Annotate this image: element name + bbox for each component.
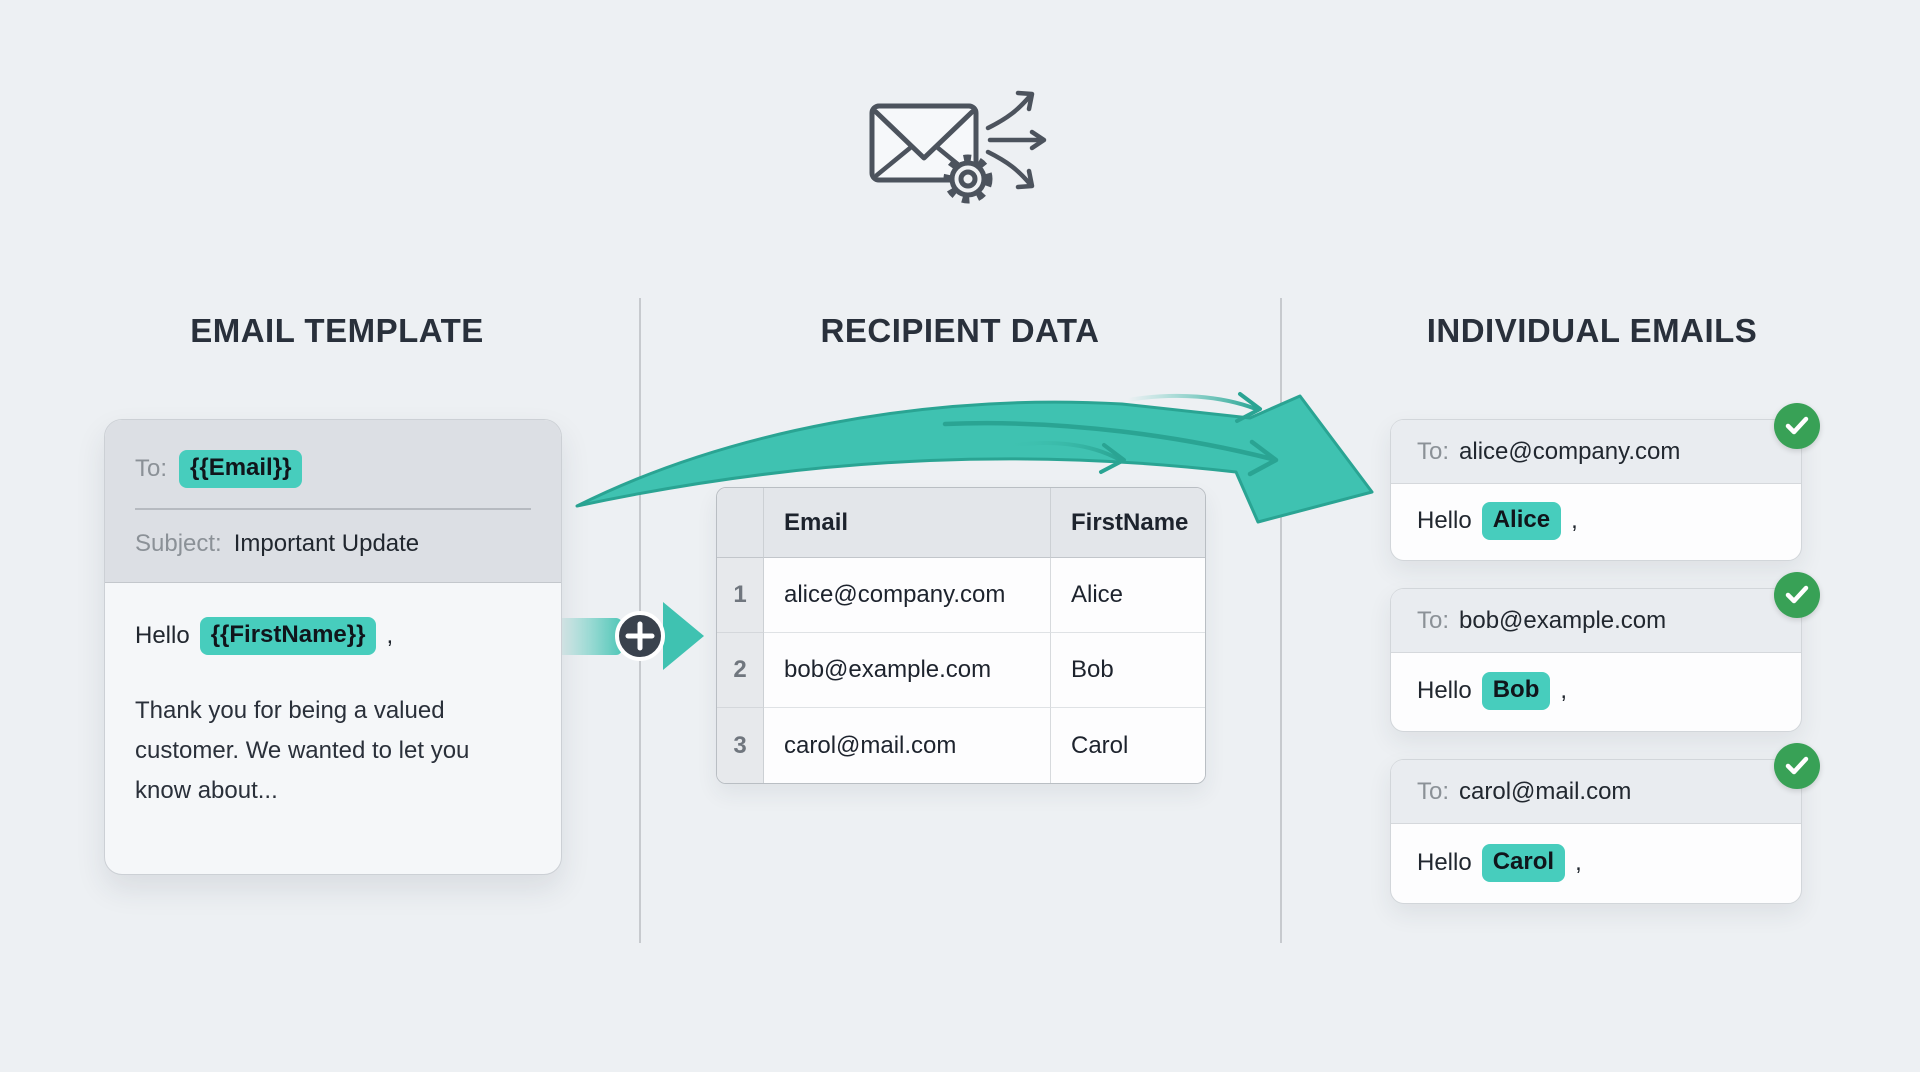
recipient-table: Email FirstName 1 alice@company.com Alic… bbox=[716, 487, 1206, 784]
row-number: 3 bbox=[717, 708, 764, 783]
to-address: bob@example.com bbox=[1459, 606, 1667, 634]
email-card-alice: To: alice@company.com Hello Alice , bbox=[1390, 403, 1820, 561]
email-card-body: Hello Bob , bbox=[1391, 653, 1801, 730]
greeting-prefix: Hello bbox=[1417, 507, 1472, 535]
table-header-email: Email bbox=[764, 488, 1051, 558]
email-card-body: Hello Carol , bbox=[1391, 824, 1801, 902]
merged-name-chip: Bob bbox=[1481, 672, 1551, 711]
check-badge bbox=[1774, 572, 1820, 618]
email-card-header: To: carol@mail.com bbox=[1391, 760, 1801, 824]
table-cell-firstname: Alice bbox=[1051, 558, 1205, 633]
table-header-firstname: FirstName bbox=[1051, 488, 1205, 558]
column-heading-individual-emails: INDIVIDUAL EMAILS bbox=[1426, 312, 1758, 349]
check-icon bbox=[1785, 756, 1809, 775]
column-heading-template: EMAIL TEMPLATE bbox=[190, 312, 484, 349]
row-number: 2 bbox=[717, 633, 764, 708]
check-badge bbox=[1774, 403, 1820, 449]
template-card: To: {{Email}} Subject: Important Update … bbox=[104, 419, 562, 875]
to-label: To: bbox=[135, 455, 168, 482]
merge-trail bbox=[554, 618, 622, 655]
to-label: To: bbox=[1417, 437, 1450, 465]
accent-arrow-icon-upper bbox=[1126, 392, 1262, 423]
column-heading-recipient-data: RECIPIENT DATA bbox=[820, 312, 1100, 349]
greeting-prefix: Hello bbox=[135, 622, 190, 649]
merge-connector bbox=[554, 602, 704, 670]
table-cell-firstname: Bob bbox=[1051, 633, 1205, 708]
table-cell-email: carol@mail.com bbox=[764, 708, 1051, 783]
gear-icon bbox=[943, 154, 993, 204]
email-card-header: To: bob@example.com bbox=[1391, 589, 1801, 653]
right-arrowhead-icon bbox=[663, 602, 704, 670]
header-separator bbox=[135, 508, 531, 510]
to-label: To: bbox=[1417, 777, 1450, 805]
accent-arrow-icon-lower bbox=[1000, 441, 1126, 474]
envelope-icon bbox=[869, 103, 979, 183]
greeting-suffix: , bbox=[1560, 677, 1568, 705]
greeting-prefix: Hello bbox=[1417, 848, 1472, 876]
check-icon bbox=[1785, 585, 1809, 604]
row-number: 1 bbox=[717, 558, 764, 633]
to-label: To: bbox=[1417, 606, 1450, 634]
fan-out-arrows-icon bbox=[985, 90, 1047, 190]
column-divider-right bbox=[1280, 298, 1282, 943]
email-card-bob: To: bob@example.com Hello Bob , bbox=[1390, 572, 1820, 732]
email-card-carol: To: carol@mail.com Hello Carol , bbox=[1390, 743, 1820, 904]
table-corner-cell bbox=[717, 488, 764, 558]
table-cell-email: bob@example.com bbox=[764, 633, 1051, 708]
table-cell-firstname: Carol bbox=[1051, 708, 1205, 783]
template-card-header: To: {{Email}} Subject: Important Update bbox=[105, 420, 561, 583]
to-address: carol@mail.com bbox=[1459, 777, 1632, 805]
greeting-suffix: , bbox=[1575, 848, 1582, 876]
greeting-line: Hello {{FirstName}} , bbox=[135, 617, 531, 655]
greeting-suffix: , bbox=[386, 622, 394, 649]
greeting-suffix: , bbox=[1571, 507, 1578, 535]
merged-name-chip: Carol bbox=[1481, 843, 1566, 882]
table-cell-email: alice@company.com bbox=[764, 558, 1051, 633]
email-card-body: Hello Alice , bbox=[1391, 484, 1801, 559]
subject-label: Subject: bbox=[135, 530, 222, 557]
greeting-prefix: Hello bbox=[1417, 677, 1472, 705]
subject-value: Important Update bbox=[233, 530, 420, 557]
template-body-text: Thank you for being a valued customer. W… bbox=[135, 697, 470, 804]
hero-mail-merge-icon bbox=[869, 90, 1047, 204]
to-address: alice@company.com bbox=[1459, 437, 1681, 465]
column-divider-left bbox=[639, 298, 641, 943]
check-icon bbox=[1785, 416, 1809, 435]
firstname-variable-chip: {{FirstName}} bbox=[199, 617, 377, 655]
to-field: To: {{Email}} bbox=[135, 450, 531, 488]
merged-name-chip: Alice bbox=[1481, 502, 1562, 541]
template-card-body: Hello {{FirstName}} , Thank you for bein… bbox=[105, 583, 561, 847]
email-card-header: To: alice@company.com bbox=[1391, 420, 1801, 484]
check-badge bbox=[1774, 743, 1820, 789]
subject-field: Subject: Important Update bbox=[135, 530, 531, 558]
email-variable-chip: {{Email}} bbox=[179, 450, 303, 488]
